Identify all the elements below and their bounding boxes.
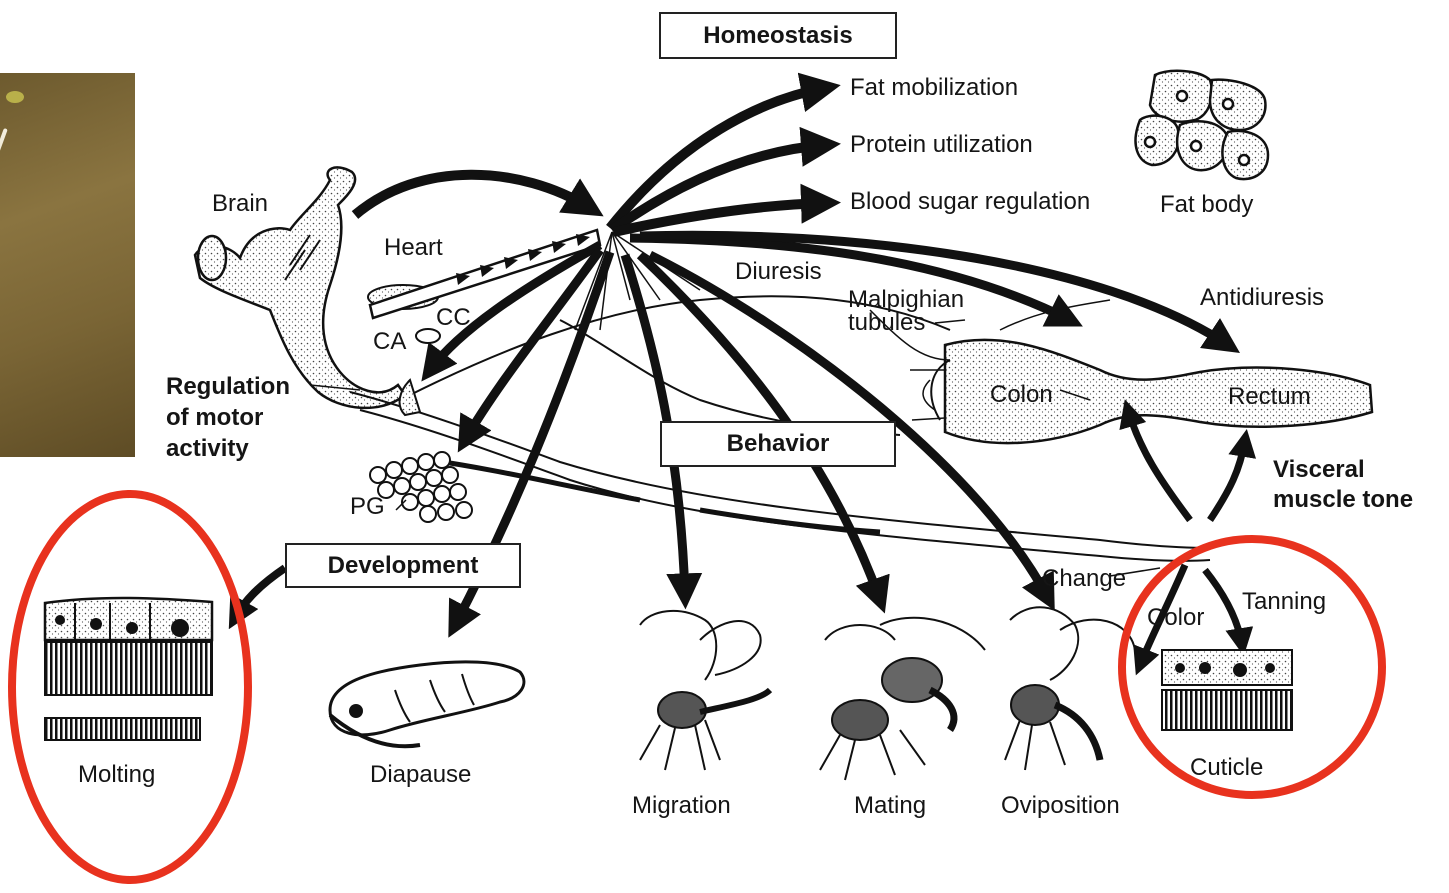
heart-label: Heart — [384, 236, 443, 260]
ca-label: CA — [373, 330, 406, 354]
colon-label: Colon — [990, 383, 1053, 407]
fly-icon — [1005, 607, 1135, 770]
cuticle-label: Cuticle — [1190, 756, 1263, 780]
fly-icon — [640, 611, 770, 770]
mating-label: Mating — [854, 794, 926, 818]
pg-label: PG — [350, 495, 385, 519]
oviposition-label: Oviposition — [1001, 794, 1120, 818]
migration-label: Migration — [632, 794, 731, 818]
cuticle-section-icon — [1162, 650, 1292, 730]
brain-label: Brain — [212, 192, 268, 216]
motor-label-3: activity — [166, 437, 249, 461]
visceral-label-2: muscle tone — [1273, 488, 1413, 512]
fat-body-label: Fat body — [1160, 193, 1253, 217]
diuresis-label: Diuresis — [735, 260, 822, 284]
motor-label-2: of motor — [166, 406, 263, 430]
effect-fat-mobilization: Fat mobilization — [850, 76, 1018, 100]
fat-body-cells-icon — [1136, 71, 1268, 179]
behavior-box: Behavior — [660, 421, 896, 467]
change-label: Change — [1042, 567, 1126, 591]
effect-protein-utilization: Protein utilization — [850, 133, 1033, 157]
effect-blood-sugar: Blood sugar regulation — [850, 190, 1090, 214]
fly-icon — [820, 618, 985, 780]
motor-label-1: Regulation — [166, 375, 290, 399]
molting-label: Molting — [78, 763, 155, 787]
cc-label: CC — [436, 306, 471, 330]
diapause-label: Diapause — [370, 763, 471, 787]
antidiuresis-label: Antidiuresis — [1200, 286, 1324, 310]
rectum-label: Rectum — [1228, 385, 1311, 409]
homeostasis-box: Homeostasis — [659, 12, 897, 59]
cuticle-section-icon — [45, 598, 212, 740]
tubules-label: tubules — [848, 311, 925, 335]
color-label: Color — [1147, 606, 1204, 630]
tanning-label: Tanning — [1242, 590, 1326, 614]
visceral-label-1: Visceral — [1273, 458, 1365, 482]
development-box: Development — [285, 543, 521, 588]
pupa-icon — [330, 662, 524, 746]
